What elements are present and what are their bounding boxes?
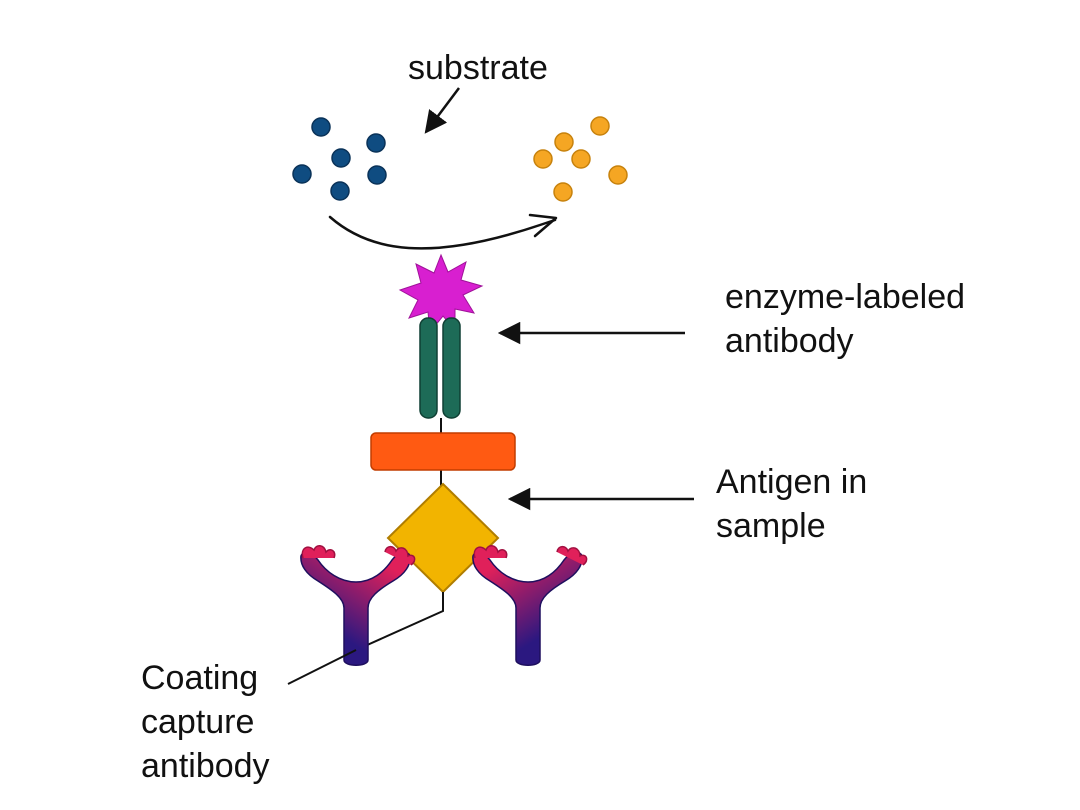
coating-capture-antibody-label: Coating capture antibody	[141, 656, 270, 788]
substrate-orange-dot	[571, 149, 591, 169]
substrate-orange-molecules	[533, 116, 628, 202]
capture-antibody-right	[472, 545, 588, 666]
capture-label-line-3: antibody	[141, 747, 270, 785]
detection-antibody	[419, 317, 461, 419]
capture-label-line-1: Coating	[141, 659, 259, 697]
substrate-blue-molecules	[292, 117, 387, 201]
substrate-orange-dot	[554, 132, 574, 152]
enzyme-star	[398, 253, 484, 334]
enzyme-label-line-2: antibody	[725, 322, 854, 360]
detection-antibody-arm-right	[442, 317, 461, 419]
enzyme-labeled-antibody-label: enzyme-labeled antibody	[725, 275, 965, 363]
reaction-arrow	[328, 215, 557, 250]
capture-antibody-left	[300, 545, 416, 666]
detection-antibody-arm-left	[419, 317, 438, 419]
substrate-orange-dot	[533, 149, 553, 169]
capture-antibody-pointer-line	[287, 649, 357, 685]
substrate-orange-dot	[553, 182, 573, 202]
substrate-label: substrate	[408, 46, 548, 90]
substrate-blue-dot	[330, 181, 350, 201]
substrate-blue-dot	[331, 148, 351, 168]
substrate-blue-dot	[311, 117, 331, 137]
reaction-arrowhead	[528, 213, 558, 238]
capture-label-line-2: capture	[141, 703, 255, 741]
antigen-label-line-2: sample	[716, 507, 826, 545]
substrate-blue-dot	[366, 133, 386, 153]
substrate-blue-dot	[367, 165, 387, 185]
substrate-orange-dot	[608, 165, 628, 185]
link-bar	[370, 432, 516, 471]
substrate-orange-dot	[590, 116, 610, 136]
capture-connector-line	[355, 592, 444, 651]
substrate-pointer-arrow	[424, 87, 460, 134]
antigen-label-line-1: Antigen in	[716, 463, 868, 501]
antigen-in-sample-label: Antigen in sample	[716, 460, 867, 548]
enzyme-label-line-1: enzyme-labeled	[725, 278, 966, 316]
substrate-label-text: substrate	[408, 49, 548, 87]
substrate-blue-dot	[292, 164, 312, 184]
